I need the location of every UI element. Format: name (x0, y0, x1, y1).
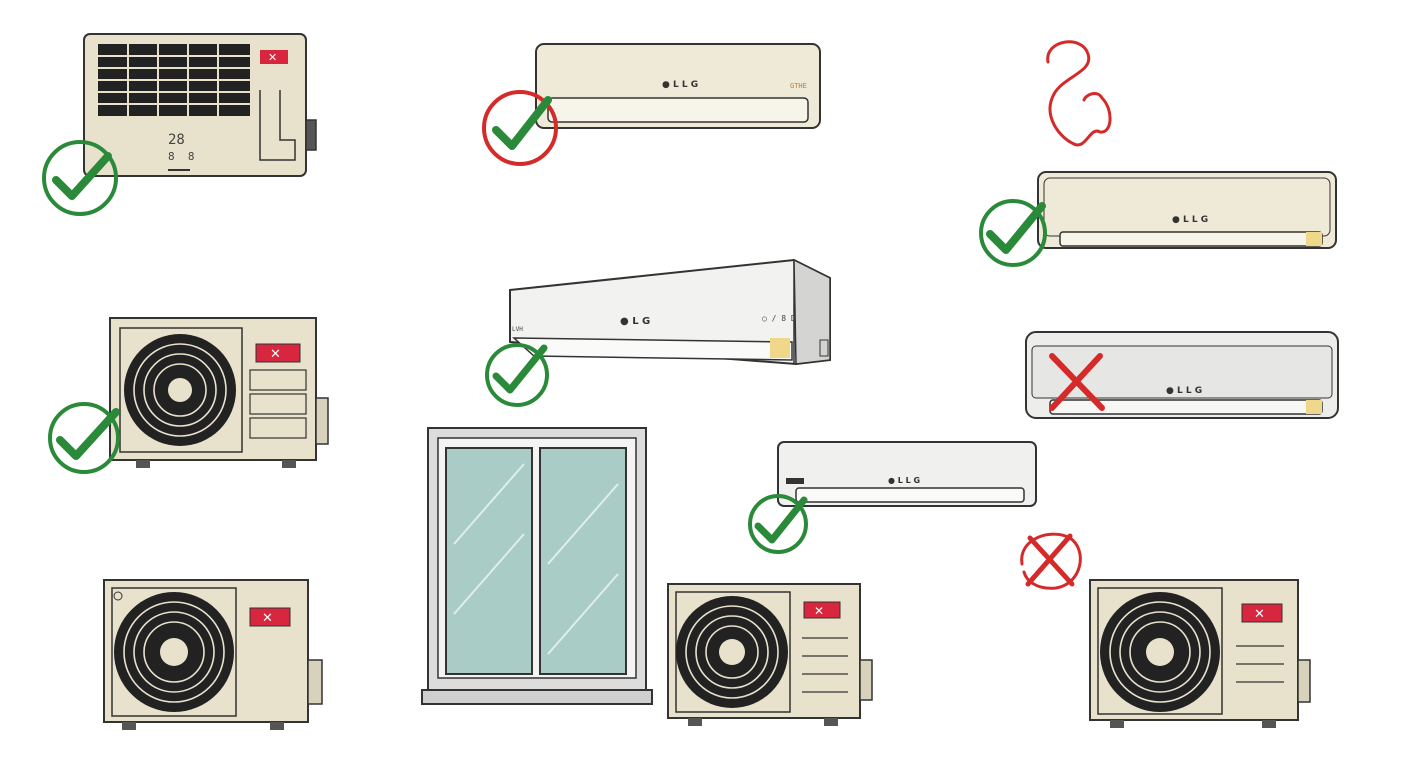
cross-mark-icon (1012, 524, 1086, 594)
brand-logo: ● L L G (888, 476, 921, 485)
red-x-badge-icon: ✕ (803, 601, 841, 619)
side-mark: LVH (512, 326, 523, 333)
outdoor-ac-unit: ✕ (106, 314, 338, 472)
portable-buttons: 8 8 (168, 150, 195, 163)
wall-ac-unit: ● L G ○ / 8 D LVH (504, 256, 836, 368)
fan-grille-icon (676, 596, 788, 708)
svg-text:✕: ✕ (262, 611, 273, 626)
svg-text:✕: ✕ (814, 604, 824, 618)
fan-grille-icon (1100, 592, 1220, 712)
wall-ac-unit: ● L L G (1036, 168, 1340, 254)
check-mark-icon (746, 492, 810, 556)
svg-text:✕: ✕ (1254, 607, 1265, 622)
red-x-badge-icon: ✕ (1241, 603, 1283, 623)
brand-logo: ● L G (620, 316, 651, 327)
red-x-badge-icon: ✕ (260, 50, 288, 64)
cross-mark-icon (1044, 350, 1108, 414)
hook-scribble-icon (1030, 36, 1120, 154)
check-mark-icon (976, 196, 1050, 270)
portable-temp-display: 28 (168, 132, 185, 148)
outdoor-ac-unit: ✕ (664, 580, 888, 730)
check-mark-icon (478, 86, 562, 170)
check-mark-icon (482, 340, 552, 410)
red-x-badge-icon: ✕ (249, 607, 291, 627)
wall-ac-unit: ● L L G (776, 440, 1040, 512)
check-mark-icon (44, 398, 124, 478)
brand-logo: ● L L G (662, 80, 699, 90)
brand-logo: ● L L G (1172, 215, 1209, 225)
red-x-badge-icon: ✕ (255, 343, 301, 363)
svg-text:✕: ✕ (268, 51, 277, 64)
svg-text:✕: ✕ (270, 347, 281, 362)
outdoor-ac-unit: ✕ (100, 576, 336, 734)
fan-grille-icon (114, 592, 234, 712)
side-mark: ○ / 8 D (762, 314, 796, 323)
sliding-window (420, 424, 654, 708)
wall-ac-unit: ● L L G GTHE (534, 42, 830, 134)
side-mark: GTHE (790, 82, 807, 90)
wall-ac-unit: ● L L G (1024, 328, 1342, 424)
vent-grille-icon (98, 44, 250, 116)
fan-grille-icon (124, 334, 236, 446)
check-mark-icon (38, 136, 122, 220)
outdoor-ac-unit: ✕ (1086, 576, 1322, 732)
portable-ac-unit: ✕ 28 8 8 (80, 30, 320, 185)
brand-logo: ● L L G (1166, 386, 1203, 396)
